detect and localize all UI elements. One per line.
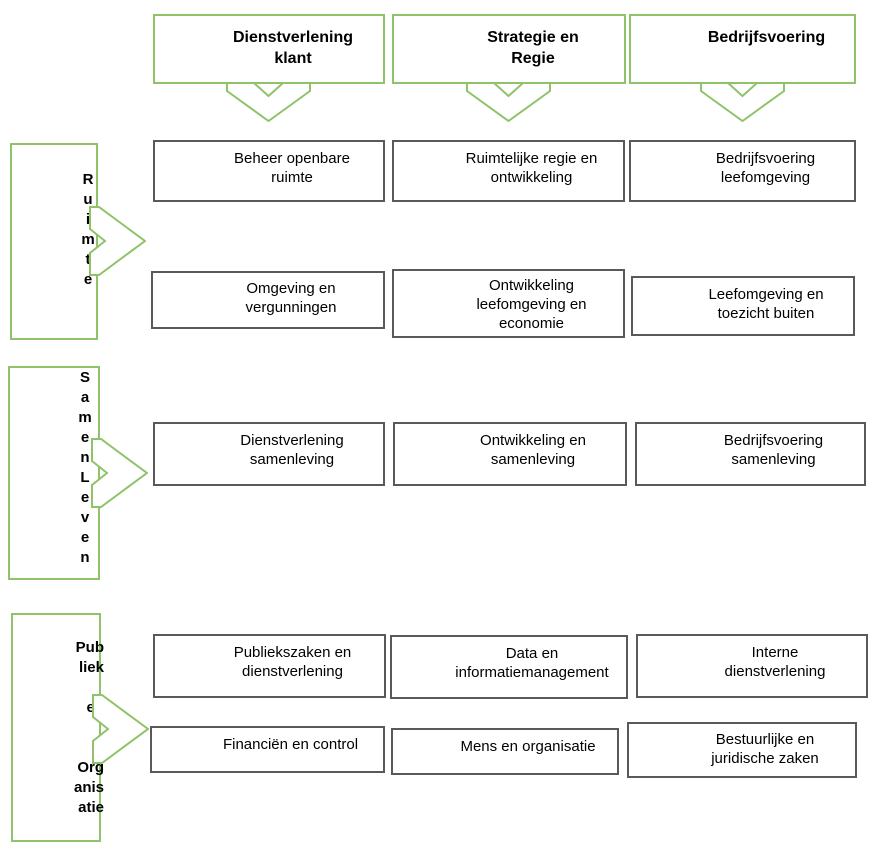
- row-group-label-ruimte: R u i m t e: [81, 171, 95, 288]
- cell-bedrijfsvoering-leefomgeving: Bedrijfsvoering leefomgeving: [629, 140, 856, 202]
- column-header-strategie-en-regie: Strategie en Regie: [392, 14, 626, 84]
- cell-ontwikkeling-leefomgeving-en-economie: Ontwikkeling leefomgeving en economie: [392, 269, 625, 338]
- cell-bestuurlijke-en-juridische-zaken: Bestuurlijke en juridische zaken: [627, 722, 857, 778]
- cell-publiekszaken-en-dienstverlening: Publiekszaken en dienstverlening: [153, 634, 386, 698]
- cell-omgeving-en-vergunningen: Omgeving en vergunningen: [151, 271, 385, 329]
- row-group-box-publiek-en-organisatie: [11, 613, 101, 842]
- down-arrow-icon: [226, 82, 311, 122]
- cell-interne-dienstverlening: Interne dienstverlening: [636, 634, 868, 698]
- cell-ruimtelijke-regie-en-ontwikkeling: Ruimtelijke regie en ontwikkeling: [392, 140, 625, 202]
- cell-mens-en-organisatie: Mens en organisatie: [391, 728, 619, 775]
- cell-leefomgeving-en-toezicht-buiten: Leefomgeving en toezicht buiten: [631, 276, 855, 336]
- down-arrow-icon: [466, 82, 551, 122]
- right-arrow-icon: [89, 206, 146, 276]
- column-header-dienstverlening-klant: Dienstverlening klant: [153, 14, 385, 84]
- cell-dienstverlening-samenleving: Dienstverlening samenleving: [153, 422, 385, 486]
- row-group-label-samenleven: S a m e n L e v e n: [78, 369, 92, 566]
- right-arrow-icon: [91, 438, 148, 508]
- down-arrow-icon: [700, 82, 785, 122]
- cell-ontwikkeling-en-samenleving: Ontwikkeling en samenleving: [393, 422, 627, 486]
- column-header-bedrijfsvoering: Bedrijfsvoering: [629, 14, 856, 84]
- cell-data-en-informatiemanagement: Data en informatiemanagement: [390, 635, 628, 699]
- row-group-box-samenleven: [8, 366, 100, 580]
- cell-bedrijfsvoering-samenleving: Bedrijfsvoering samenleving: [635, 422, 866, 486]
- row-group-box-ruimte: [10, 143, 98, 340]
- cell-financien-en-control: Financiën en control: [150, 726, 385, 773]
- cell-beheer-openbare-ruimte: Beheer openbare ruimte: [153, 140, 385, 202]
- right-arrow-icon: [92, 694, 149, 764]
